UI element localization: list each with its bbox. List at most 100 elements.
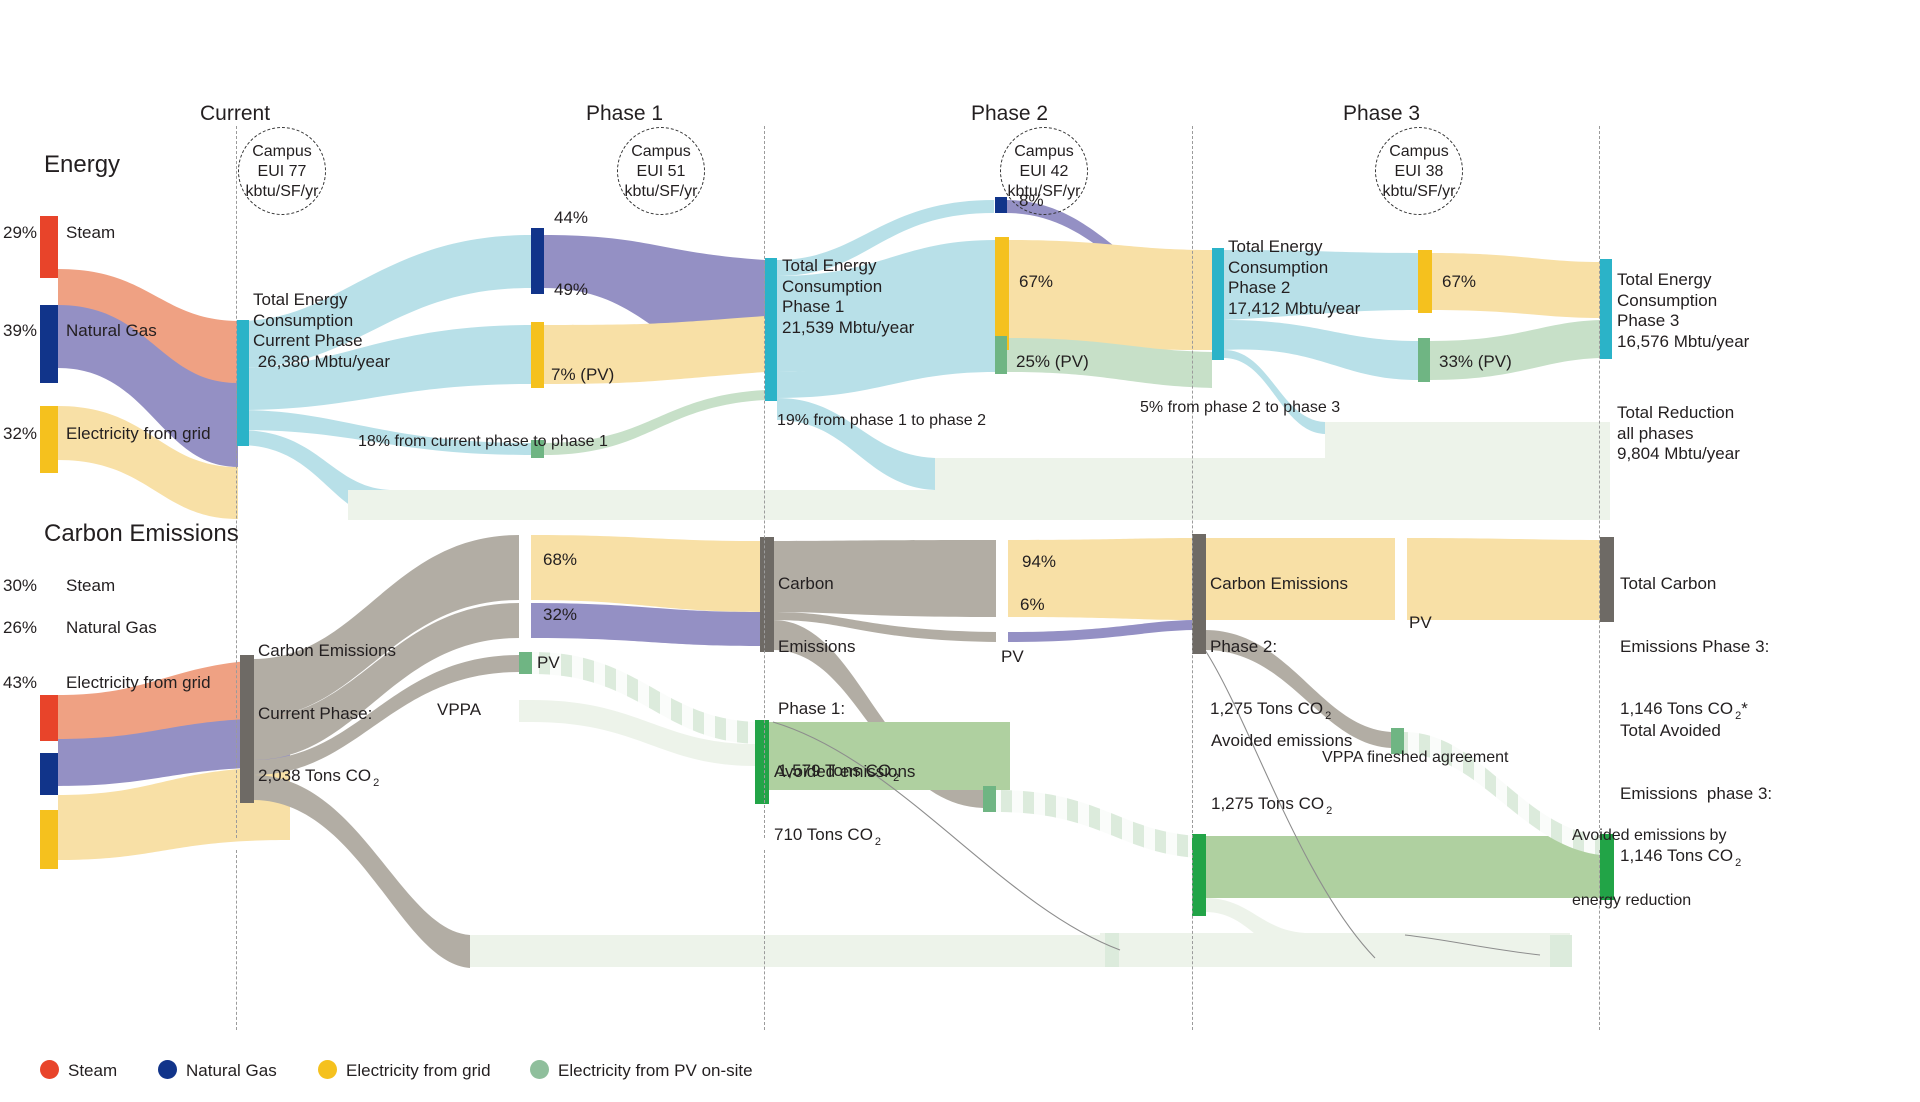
carbon-node-phase2 bbox=[1192, 534, 1206, 654]
carbon-node-phase1 bbox=[760, 537, 774, 652]
legend-dot-steam bbox=[40, 1060, 59, 1079]
energy-flow-label-elec-67: 67% bbox=[1019, 272, 1054, 291]
energy-flow-label-ng-8: 8% bbox=[1019, 191, 1044, 210]
eui-line1: Campus bbox=[252, 143, 312, 160]
line: Carbon Emissions bbox=[258, 641, 396, 661]
energy-mid-bar-electricity-49 bbox=[531, 322, 544, 388]
carbon-source-label-electricity: Electricity from grid bbox=[66, 673, 211, 692]
energy-node-phase3 bbox=[1600, 259, 1612, 359]
energy-flow-label-elec-49: 49% bbox=[554, 280, 589, 299]
energy-source-flows bbox=[58, 269, 238, 519]
energy-stage2-flows bbox=[777, 200, 1212, 490]
co2-subscript: 2 bbox=[1735, 856, 1742, 869]
carbon-node-current bbox=[240, 655, 254, 803]
energy-mid-bar-pv-33 bbox=[1418, 338, 1430, 382]
energy-flow-label-pv-7: 7% (PV) bbox=[551, 365, 615, 384]
carbon-flow-label-32: 32% bbox=[543, 605, 578, 624]
legend: Steam Natural Gas Electricity from grid … bbox=[0, 1056, 1920, 1086]
line: Emissions bbox=[778, 636, 856, 656]
phase-guide-phase3-lower bbox=[1599, 850, 1600, 1030]
energy-node-label-total-reduction: Total Reduction all phases 9,804 Mbtu/ye… bbox=[1617, 403, 1740, 464]
eui-badge-phase2: Campus EUI 42 kbtu/SF/yr bbox=[1000, 127, 1088, 215]
eui-line2: EUI 42 bbox=[1019, 163, 1069, 180]
carbon-label-vppa-finished: VPPA fineshed agreement bbox=[1322, 749, 1509, 766]
phase-guide-current-lower bbox=[236, 850, 237, 1030]
legend-dot-electricity-pv bbox=[530, 1060, 549, 1079]
energy-mid-bar-electricity-67-b bbox=[1418, 250, 1432, 313]
energy-node-label-phase2: Total Energy Consumption Phase 2 17,412 … bbox=[1228, 237, 1361, 319]
carbon-flow-label-pv-2: PV bbox=[1001, 647, 1024, 666]
carbon-avoided-flows-1 bbox=[532, 652, 755, 766]
carbon-label-avoided-by-energy-reduction: Avoided emissions by energy reduction bbox=[1572, 782, 1726, 955]
energy-source-pct-natural-gas: 39% bbox=[3, 321, 38, 340]
carbon-stage1-flows bbox=[253, 535, 760, 968]
phase-guide-phase1 bbox=[764, 126, 765, 838]
carbon-stage3-flows bbox=[1205, 538, 1600, 958]
energy-mid-bar-electricity-67 bbox=[995, 237, 1009, 350]
energy-mid-bar-pv-7 bbox=[531, 440, 544, 458]
eui-line2: EUI 38 bbox=[1394, 163, 1444, 180]
carbon-mid-bar-vppa-1 bbox=[519, 700, 532, 722]
eui-line3: kbtu/SF/yr bbox=[1007, 183, 1081, 200]
line: Current Phase: bbox=[258, 703, 373, 723]
legend-label-electricity-pv: Electricity from PV on-site bbox=[558, 1061, 753, 1080]
carbon-stage2-flows bbox=[768, 538, 1200, 858]
phase-guide-phase1-lower bbox=[764, 850, 765, 1030]
carbon-source-bar-natural-gas bbox=[40, 753, 58, 795]
legend-label-natural-gas: Natural Gas bbox=[186, 1061, 277, 1080]
line-text: 2,038 Tons CO bbox=[258, 765, 372, 785]
carbon-mid-bar-pv-1 bbox=[519, 652, 532, 674]
energy-flow-label-ng-44: 44% bbox=[554, 208, 589, 227]
line: energy reduction bbox=[1572, 891, 1692, 909]
carbon-source-bar-steam bbox=[40, 695, 58, 741]
eui-line1: Campus bbox=[1389, 143, 1449, 160]
carbon-source-flows bbox=[58, 659, 290, 860]
line: Carbon Emissions bbox=[1210, 574, 1348, 594]
carbon-node-label-phase3: Total Carbon Emissions Phase 3: 1,146 To… bbox=[1620, 533, 1769, 761]
energy-reduction-label-2: 19% from phase 1 to phase 2 bbox=[777, 412, 987, 429]
legend-dot-natural-gas bbox=[158, 1060, 177, 1079]
energy-reduction-label-3: 5% from phase 2 to phase 3 bbox=[1140, 399, 1341, 416]
carbon-mid-bar-pv-3 bbox=[1391, 728, 1404, 754]
energy-source-label-natural-gas: Natural Gas bbox=[66, 321, 157, 340]
energy-node-total-reduction bbox=[1600, 422, 1610, 520]
eui-line3: kbtu/SF/yr bbox=[245, 183, 319, 200]
line: Phase 2: bbox=[1210, 636, 1278, 656]
energy-stage3-flows bbox=[1224, 250, 1600, 434]
phase-guide-phase3 bbox=[1599, 126, 1600, 838]
co2-subscript: 2 bbox=[1326, 804, 1333, 817]
eui-line1: Campus bbox=[631, 143, 691, 160]
carbon-source-label-steam: Steam bbox=[66, 576, 116, 595]
line: Avoided emissions bbox=[1211, 731, 1353, 751]
carbon-flow-label-6: 6% bbox=[1020, 595, 1045, 614]
carbon-thin-connectors bbox=[772, 649, 1541, 959]
energy-mid-bar-pv-25 bbox=[995, 336, 1007, 374]
eui-line2: EUI 77 bbox=[257, 163, 307, 180]
legend-label-electricity-grid: Electricity from grid bbox=[346, 1061, 491, 1080]
energy-stage1-flows bbox=[239, 235, 765, 520]
line: Total Carbon bbox=[1620, 574, 1717, 594]
line-text: 1,275 Tons CO bbox=[1211, 793, 1325, 813]
energy-node-phase1 bbox=[765, 258, 777, 401]
energy-node-label-current: Total Energy Consumption Current Phase 2… bbox=[253, 290, 391, 372]
carbon-node-avoided1 bbox=[755, 720, 769, 804]
energy-node-label-phase1: Total Energy Consumption Phase 1 21,539 … bbox=[782, 256, 915, 338]
eui-line3: kbtu/SF/yr bbox=[624, 183, 698, 200]
phase-title-phase3: Phase 3 bbox=[1343, 102, 1421, 125]
energy-flow-label-pv-25: 25% (PV) bbox=[1016, 352, 1089, 371]
carbon-source-pct-electricity: 43% bbox=[3, 673, 38, 692]
energy-reduction-label-1: 18% from current phase to phase 1 bbox=[358, 433, 608, 450]
section-title-carbon: Carbon Emissions bbox=[44, 520, 239, 547]
